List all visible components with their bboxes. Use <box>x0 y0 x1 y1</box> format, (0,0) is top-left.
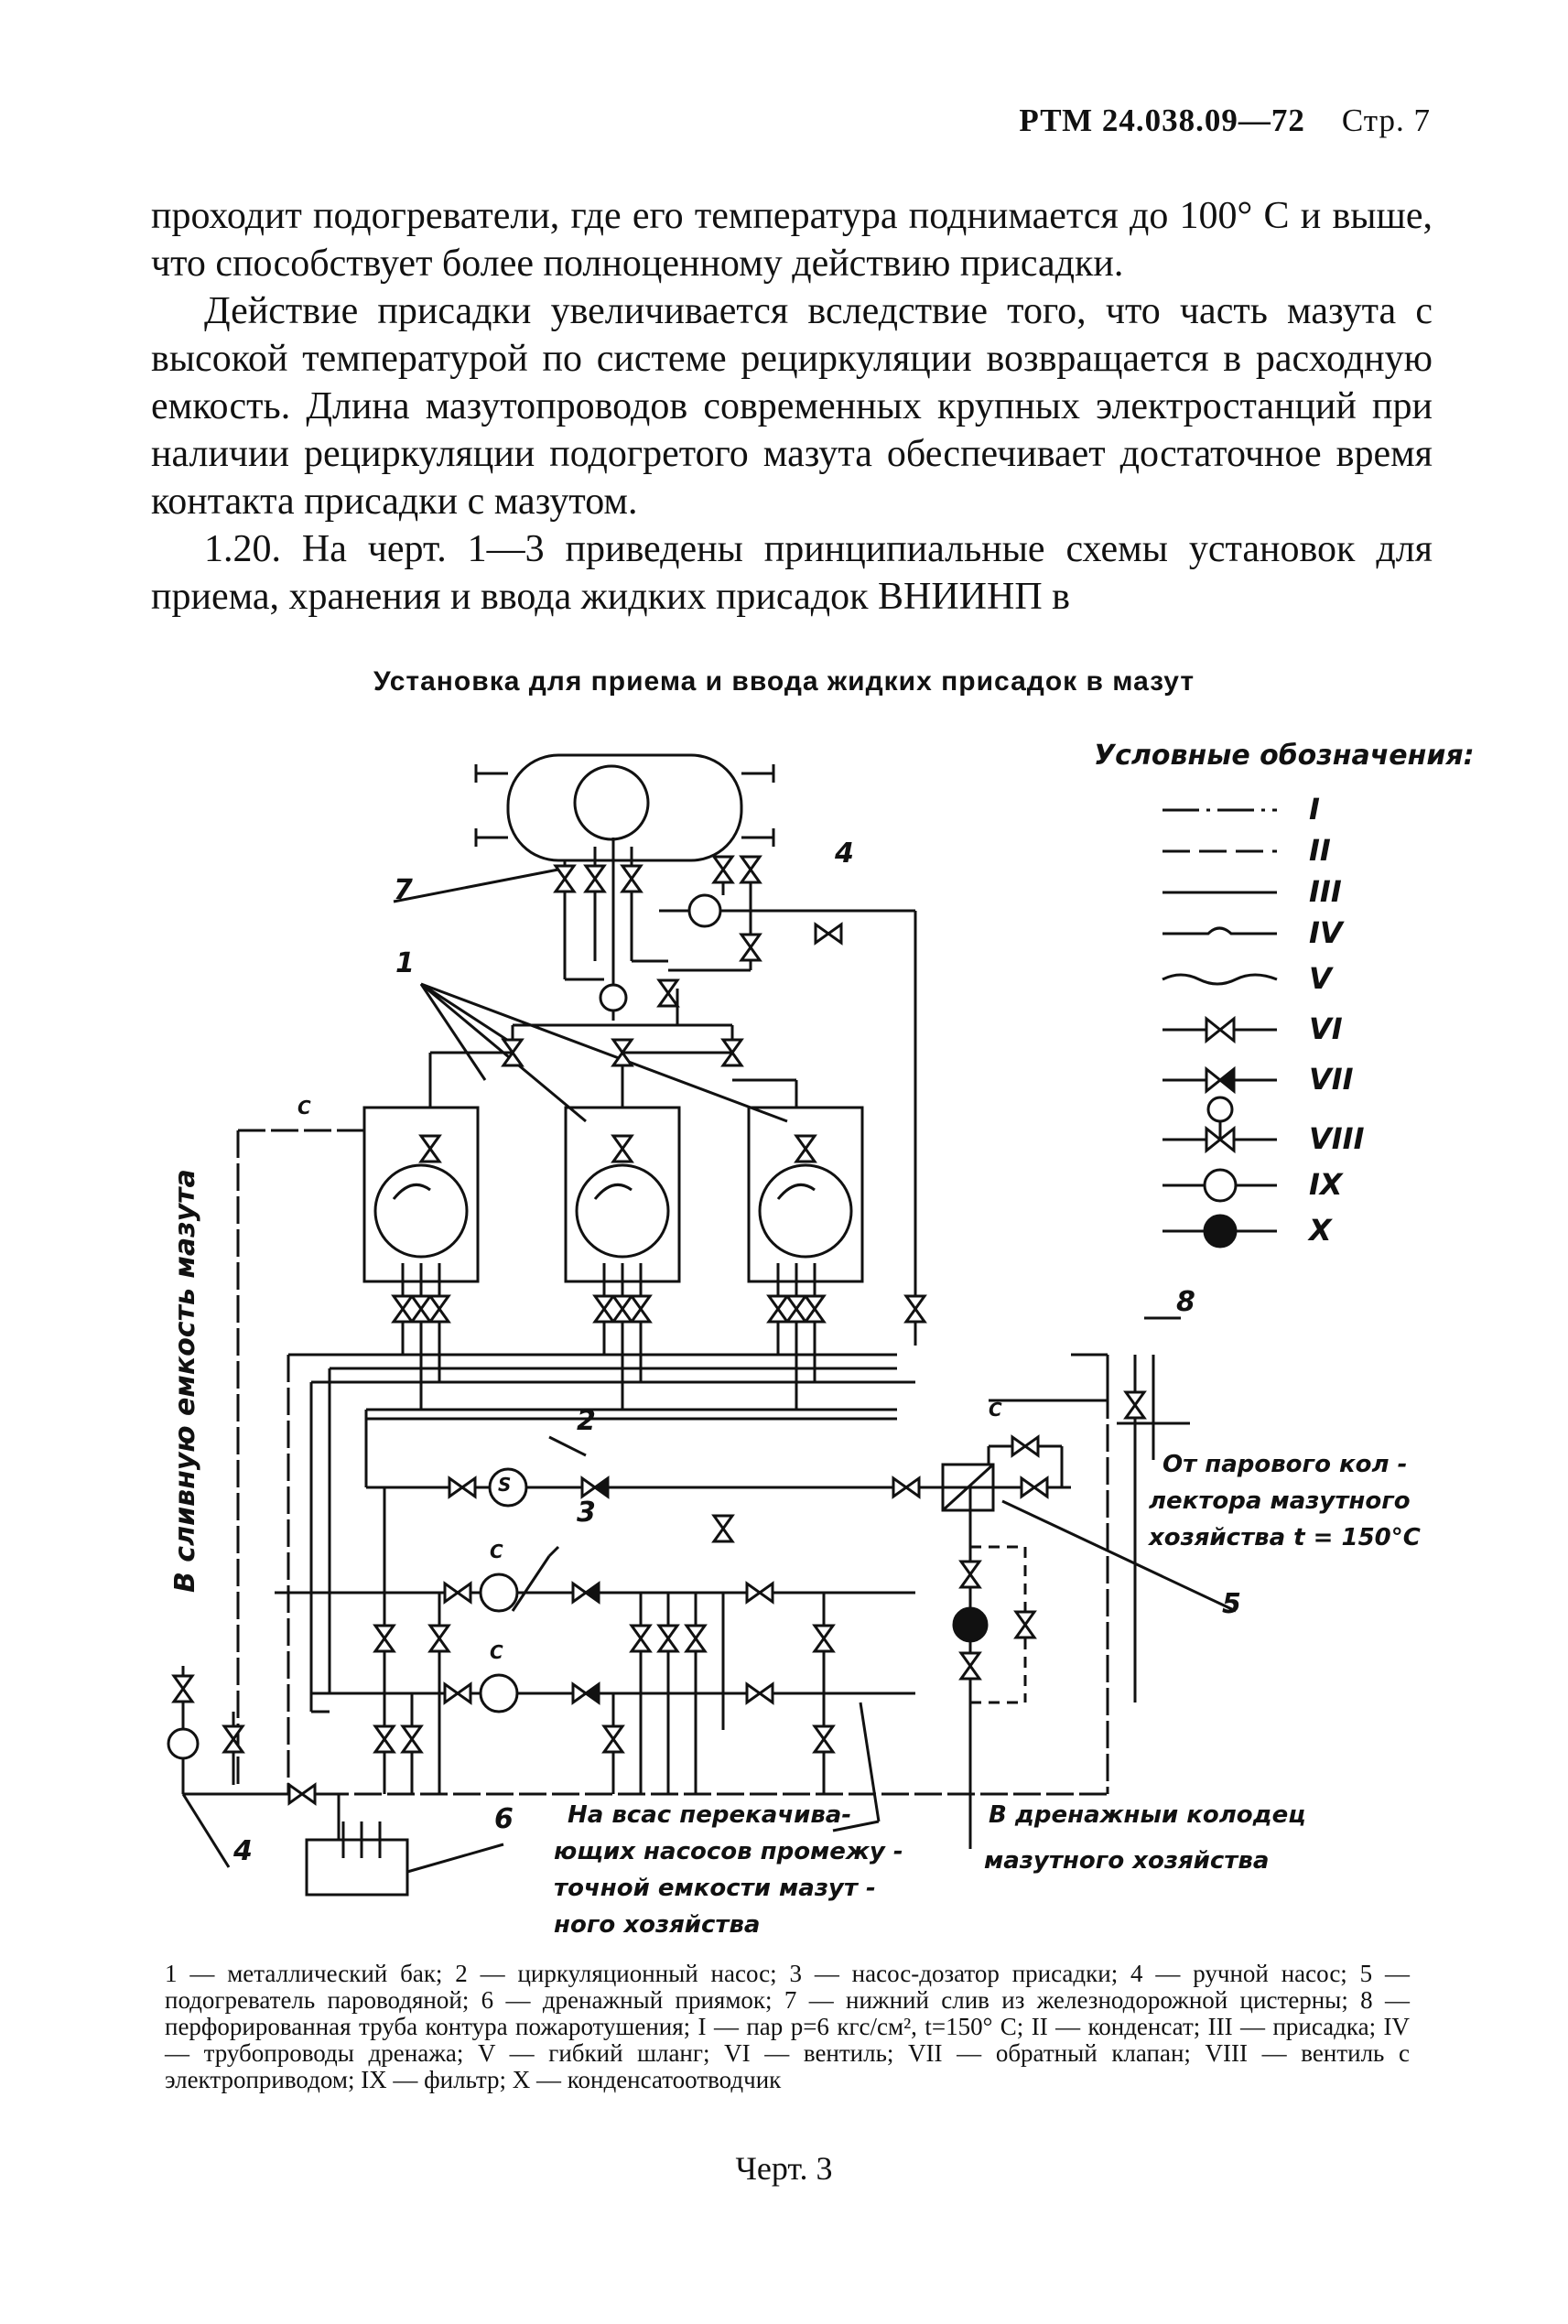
filter-top <box>599 983 628 1012</box>
suction-label-4: ного хозяйства <box>554 1911 761 1939</box>
valve-c-mark-2: C <box>297 1097 311 1119</box>
steam-source-label-3: хозяйства t = 150°C <box>1149 1524 1421 1551</box>
filter-left <box>167 1727 200 1760</box>
legend-label-3: III <box>1309 874 1342 909</box>
legend-label-8: VIII <box>1309 1121 1365 1156</box>
legend-label-6: VI <box>1309 1011 1343 1046</box>
legend-title: Условные обозначения: <box>1094 740 1475 772</box>
pumps <box>167 983 989 1760</box>
pump-c-mark-1: C <box>490 1540 503 1562</box>
label-8: 8 <box>1176 1286 1195 1318</box>
steam-source-label-1: От парового кол - <box>1162 1451 1408 1478</box>
legend-symbols <box>1162 808 1278 1248</box>
valves <box>172 855 1146 1805</box>
paragraph-1: проходит подогреватели, где его температ… <box>151 195 1433 285</box>
page-number: Стр. 7 <box>1341 103 1431 138</box>
drain-pit <box>305 1838 409 1897</box>
pump-s-mark: S <box>498 1474 512 1496</box>
valve-c-mark-1: C <box>989 1399 1002 1421</box>
legend-label-4: IV <box>1309 915 1343 950</box>
label-6: 6 <box>494 1803 514 1835</box>
legend-label-9: IX <box>1309 1167 1343 1202</box>
label-7: 7 <box>394 874 413 906</box>
dosing-pump-2 <box>479 1673 519 1713</box>
doc-code: РТМ 24.038.09—72 <box>1019 103 1305 138</box>
circulation-pump <box>488 1467 528 1508</box>
drain-well-label-1: В дренажныи колодец <box>989 1801 1306 1829</box>
metal-tanks <box>362 1106 864 1283</box>
suction-label-1: На всас перекачива- <box>568 1801 852 1829</box>
suction-label-2: ющих насосов промежу - <box>554 1838 903 1865</box>
label-1: 1 <box>395 947 415 979</box>
running-header: РТМ 24.038.09—72 Стр. 7 <box>1019 103 1431 139</box>
label-4-left: 4 <box>233 1835 253 1867</box>
suction-label-3: точной емкости мазут - <box>554 1875 876 1902</box>
label-5: 5 <box>1222 1588 1241 1620</box>
paragraph-2: Действие присадки увеличивается вследств… <box>151 290 1433 523</box>
figure-caption: 1 — металлический бак; 2 — циркуляционны… <box>165 1960 1410 2093</box>
drain-to-tank-label: В сливную емкость мазута <box>169 1169 201 1593</box>
drain-well-label-2: мазутного хозяйства <box>984 1847 1270 1875</box>
label-3: 3 <box>577 1497 596 1529</box>
railway-tank <box>506 753 743 862</box>
dosing-pump-1 <box>479 1573 519 1613</box>
legend-label-2: II <box>1309 833 1331 868</box>
railway-tank-hatch <box>573 764 650 841</box>
condensate-trap <box>952 1606 989 1643</box>
body-text: проходит подогреватели, где его температ… <box>151 192 1433 621</box>
steam-water-heater <box>941 1463 995 1512</box>
figure-number: Черт. 3 <box>735 2150 833 2187</box>
label-2: 2 <box>577 1405 596 1437</box>
figure-title: Установка для приема и ввода жидких прис… <box>373 666 1195 697</box>
legend-label-1: I <box>1309 792 1320 827</box>
pump-c-mark-2: C <box>490 1641 503 1663</box>
legend-label-7: VII <box>1309 1062 1354 1097</box>
legend-label-10: X <box>1309 1213 1332 1248</box>
steam-source-label-2: лектора мазутного <box>1149 1487 1411 1515</box>
legend-label-5: V <box>1309 961 1332 996</box>
label-4-hand-pump: 4 <box>835 838 854 870</box>
paragraph-3: 1.20. На черт. 1—3 приведены принципиаль… <box>151 528 1433 618</box>
pipes <box>181 753 1237 1897</box>
